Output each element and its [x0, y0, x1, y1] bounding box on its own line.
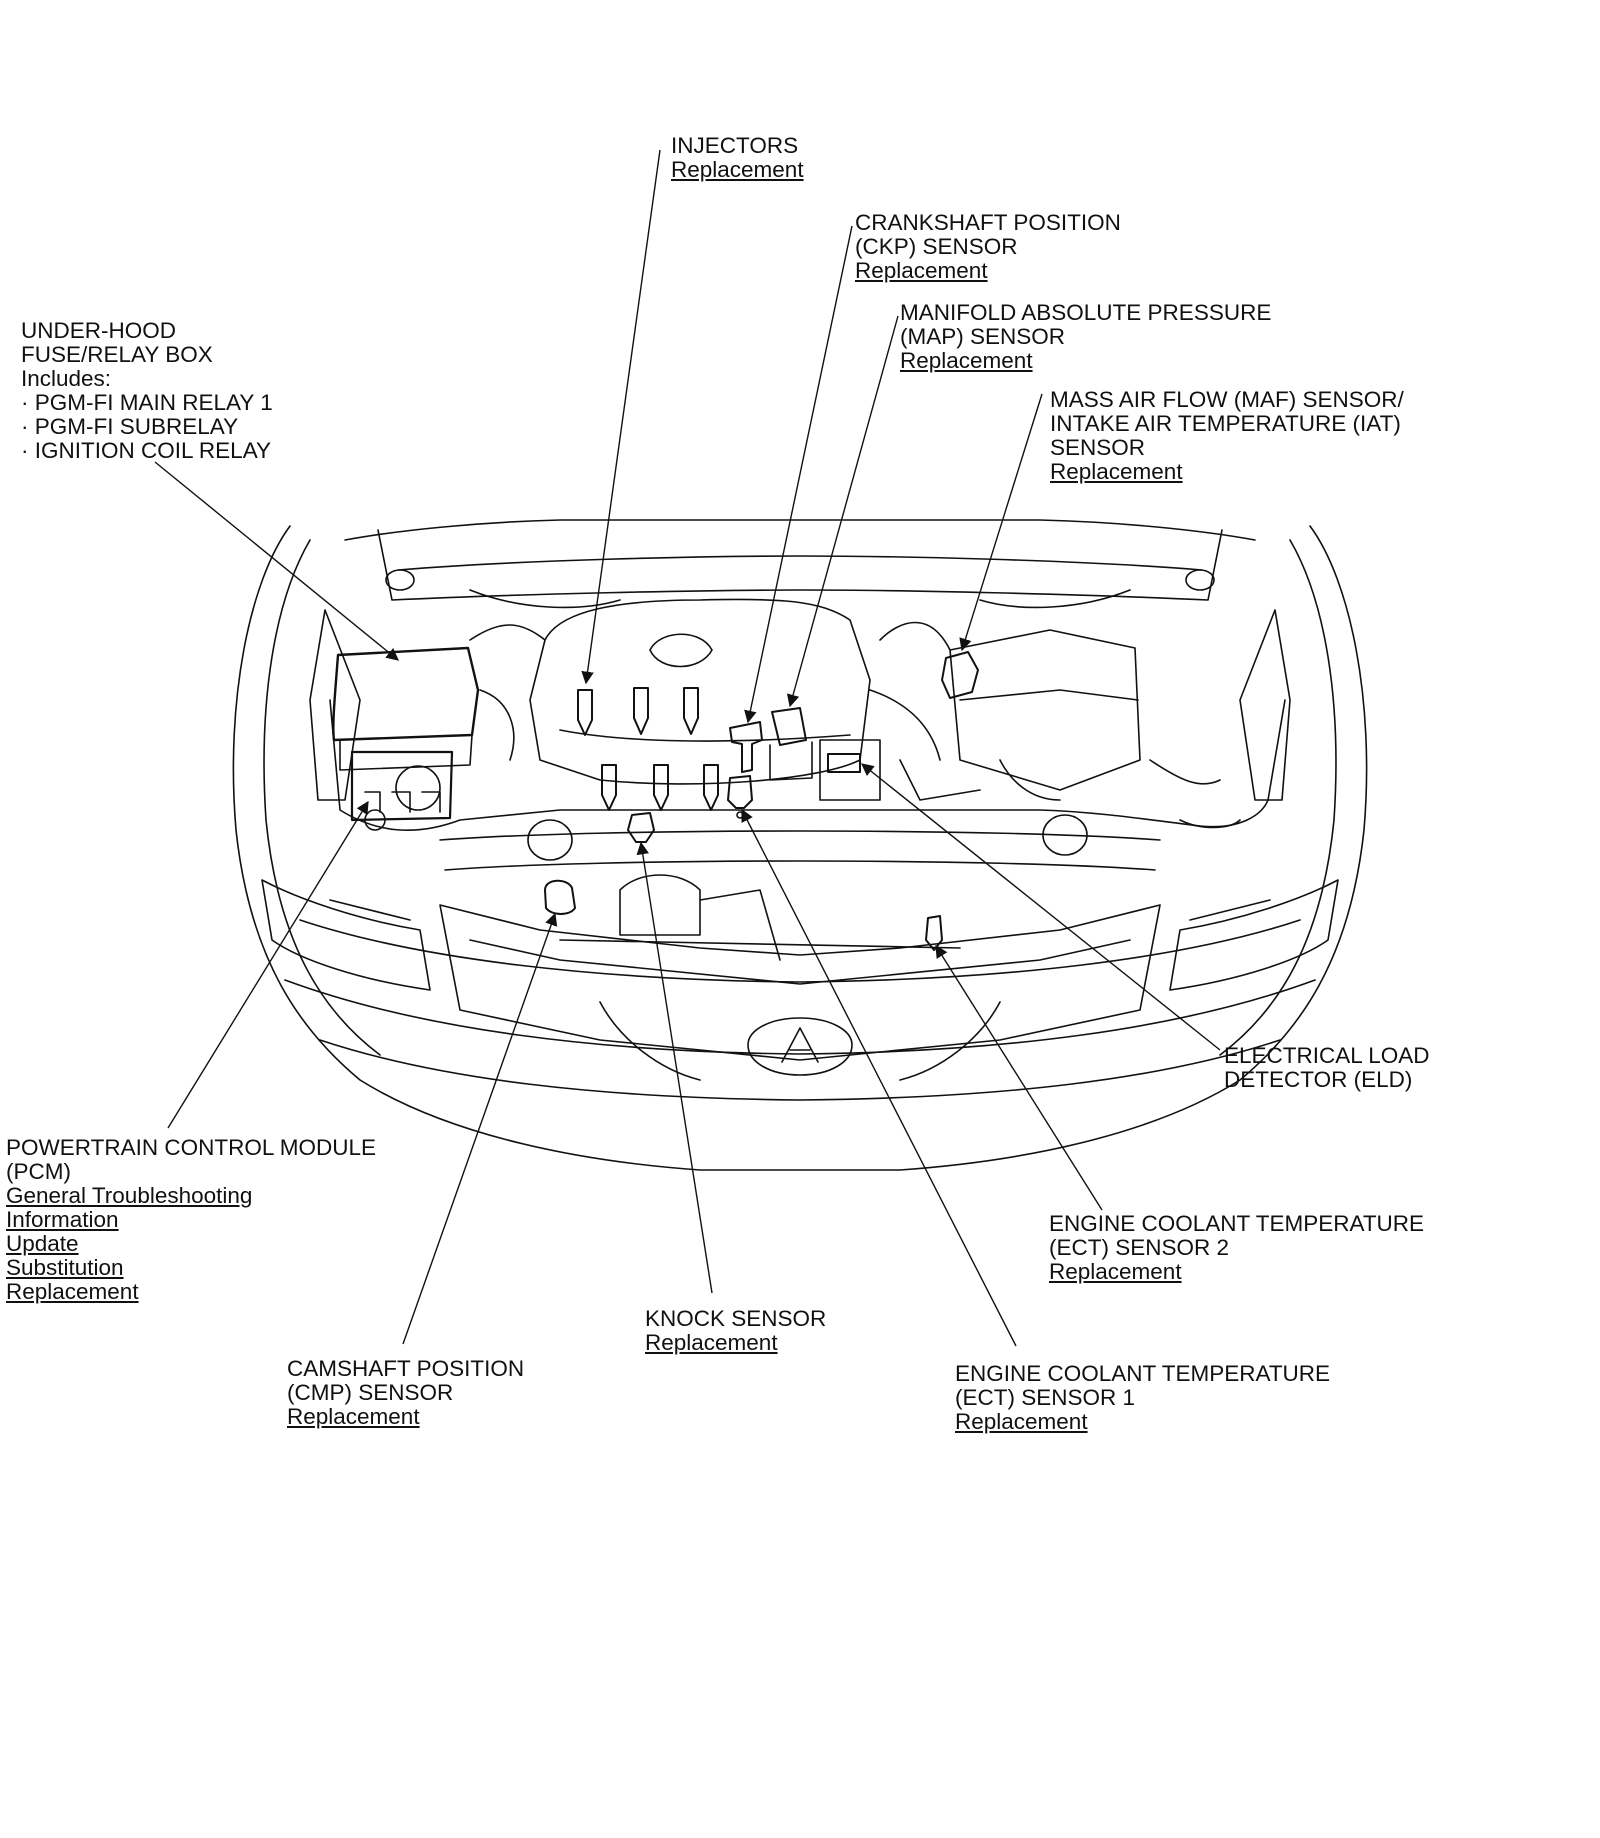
- callout-title: POWERTRAIN CONTROL MODULE: [6, 1135, 377, 1160]
- callout-injectors: INJECTORS Replacement: [671, 134, 804, 182]
- leader-maf: [959, 393, 1043, 652]
- callout-title: SENSOR: [1050, 435, 1146, 460]
- callout-title: CAMSHAFT POSITION: [287, 1356, 525, 1381]
- fuse-relay-box: [332, 646, 480, 742]
- update-link[interactable]: Update: [6, 1231, 79, 1256]
- replacement-link[interactable]: Replacement: [287, 1404, 420, 1429]
- cmp-sensor: [544, 879, 576, 915]
- replacement-link[interactable]: Replacement: [645, 1330, 778, 1355]
- callout-map-sensor: MANIFOLD ABSOLUTE PRESSURE (MAP) SENSOR …: [900, 301, 1271, 373]
- leader-injectors: [581, 149, 661, 685]
- callout-title: (ECT) SENSOR 1: [955, 1385, 1136, 1410]
- radiator-support: [329, 699, 1286, 832]
- callout-pcm: POWERTRAIN CONTROL MODULE (PCM) General …: [6, 1136, 376, 1304]
- replacement-link[interactable]: Replacement: [671, 157, 804, 182]
- callout-knock-sensor: KNOCK SENSOR Replacement: [645, 1307, 826, 1355]
- callout-title: UNDER-HOOD: [21, 318, 176, 343]
- callout-title: MASS AIR FLOW (MAF) SENSOR/: [1050, 387, 1404, 412]
- replacement-link[interactable]: Replacement: [955, 1409, 1088, 1434]
- pcm-box: [350, 750, 454, 822]
- injector-6: [703, 764, 719, 811]
- callout-title: MANIFOLD ABSOLUTE PRESSURE: [900, 300, 1272, 325]
- car-body: [232, 519, 1368, 1171]
- callout-eld: ELECTRICAL LOAD DETECTOR (ELD): [1224, 1044, 1429, 1092]
- leader-fusebox: [154, 461, 399, 661]
- leader-lines: [154, 149, 1221, 1347]
- leader-ect2: [935, 944, 1103, 1211]
- map-sensor: [771, 707, 807, 746]
- callout-title: INJECTORS: [671, 133, 799, 158]
- callout-title: (CMP) SENSOR: [287, 1380, 454, 1405]
- maf-sensor: [941, 651, 979, 699]
- eld-box: [827, 753, 861, 773]
- general-troubleshooting-link[interactable]: General Troubleshooting: [6, 1183, 253, 1208]
- leader-ckp: [744, 225, 853, 724]
- callout-title: (CKP) SENSOR: [855, 234, 1018, 259]
- hood-underside: [344, 519, 1256, 541]
- leader-ect1: [741, 808, 1017, 1347]
- callout-title: ENGINE COOLANT TEMPERATURE: [1049, 1211, 1425, 1236]
- emblem: [747, 1017, 853, 1076]
- ckp-sensor: [729, 721, 763, 773]
- callout-title: FUSE/RELAY BOX: [21, 342, 213, 367]
- leader-knock: [636, 841, 713, 1294]
- information-link[interactable]: Information: [6, 1207, 119, 1232]
- callout-ckp-sensor: CRANKSHAFT POSITION (CKP) SENSOR Replace…: [855, 211, 1121, 283]
- injector-1: [577, 689, 593, 736]
- body-outline: [232, 525, 1368, 1171]
- leader-eld: [861, 763, 1221, 1051]
- callout-title: KNOCK SENSOR: [645, 1306, 827, 1331]
- injector-3: [683, 687, 699, 735]
- callout-title: (ECT) SENSOR 2: [1049, 1235, 1230, 1260]
- callout-title: (MAP) SENSOR: [900, 324, 1066, 349]
- callout-title: CRANKSHAFT POSITION: [855, 210, 1121, 235]
- callout-item: · PGM-FI MAIN RELAY 1: [21, 390, 273, 415]
- replacement-link[interactable]: Replacement: [855, 258, 988, 283]
- callout-item: · IGNITION COIL RELAY: [21, 438, 272, 463]
- air-cleaner-box: [949, 629, 1141, 791]
- replacement-link[interactable]: Replacement: [1049, 1259, 1182, 1284]
- callout-ect-sensor-1: ENGINE COOLANT TEMPERATURE (ECT) SENSOR …: [955, 1362, 1330, 1434]
- callout-ect-sensor-2: ENGINE COOLANT TEMPERATURE (ECT) SENSOR …: [1049, 1212, 1424, 1284]
- injector-2: [633, 687, 649, 735]
- callout-title: ELECTRICAL LOAD: [1224, 1043, 1430, 1068]
- leader-cmp: [402, 912, 558, 1345]
- callout-title: (PCM): [6, 1159, 71, 1184]
- engine-cover: [529, 598, 871, 785]
- callout-title: INTAKE AIR TEMPERATURE (IAT): [1050, 411, 1401, 436]
- substitution-link[interactable]: Substitution: [6, 1255, 124, 1280]
- knock-sensor: [627, 812, 655, 843]
- callout-includes: Includes:: [21, 366, 112, 391]
- replacement-link[interactable]: Replacement: [1050, 459, 1183, 484]
- leader-pcm: [167, 800, 369, 1129]
- injector-4: [601, 764, 617, 811]
- ect1-sensor: [727, 775, 753, 809]
- callout-item: · PGM-FI SUBRELAY: [21, 414, 239, 439]
- callout-cmp-sensor: CAMSHAFT POSITION (CMP) SENSOR Replaceme…: [287, 1357, 524, 1429]
- leader-map: [786, 315, 899, 708]
- replacement-link[interactable]: Replacement: [6, 1279, 139, 1304]
- grille: [439, 904, 1161, 1061]
- callout-title: DETECTOR (ELD): [1224, 1067, 1413, 1092]
- replacement-link[interactable]: Replacement: [900, 348, 1033, 373]
- callout-title: ENGINE COOLANT TEMPERATURE: [955, 1361, 1331, 1386]
- injector-5: [653, 764, 669, 811]
- callout-maf-iat-sensor: MASS AIR FLOW (MAF) SENSOR/ INTAKE AIR T…: [1050, 388, 1404, 484]
- callout-fuse-relay-box: UNDER-HOOD FUSE/RELAY BOX Includes: · PG…: [21, 319, 273, 463]
